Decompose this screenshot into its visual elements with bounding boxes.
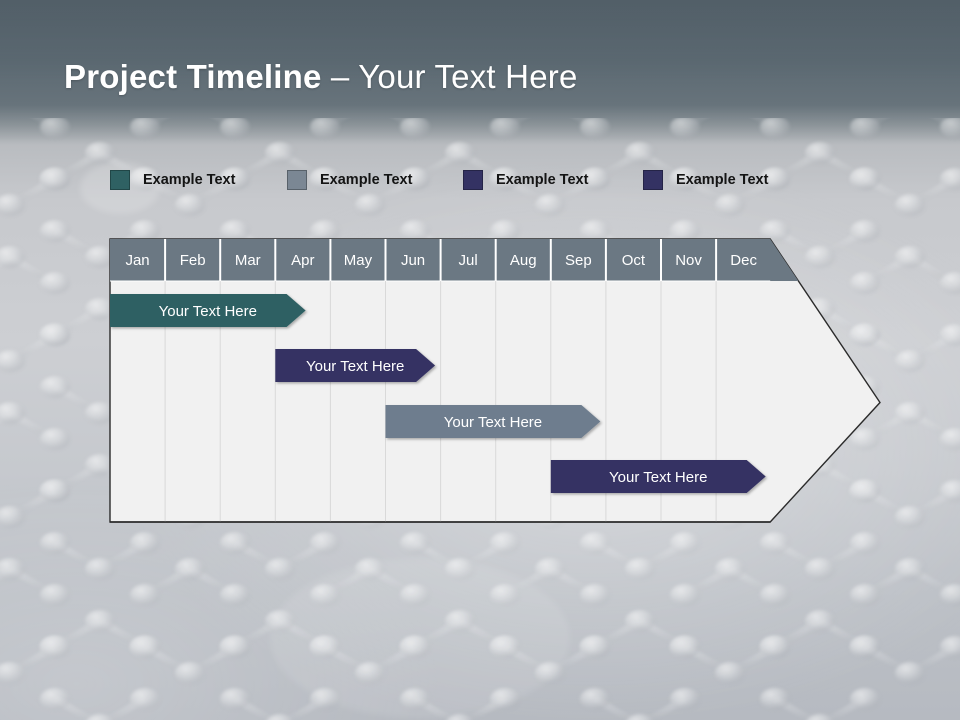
task-bar-label-4: Your Text Here [609, 469, 707, 486]
legend: Example Text Example Text Example Text E… [110, 170, 910, 194]
month-header-jul: Jul [459, 252, 478, 269]
legend-label-3: Example Text [496, 172, 589, 188]
legend-item-3[interactable]: Example Text [463, 170, 588, 190]
month-header-apr: Apr [291, 252, 314, 269]
page-title: Project Timeline – Your Text Here [64, 58, 578, 96]
month-header-jun: Jun [401, 252, 425, 269]
month-header-mar: Mar [235, 252, 261, 269]
chart-month-header: Jan Feb Mar Apr May Jun Jul Aug Sep Oct Nov Dec [110, 239, 799, 282]
legend-swatch-icon-4 [643, 170, 663, 190]
legend-swatch-icon-2 [287, 170, 307, 190]
legend-swatch-icon-3 [463, 170, 483, 190]
legend-label-4: Example Text [676, 172, 769, 188]
task-bar-3[interactable]: Your Text Here [385, 405, 601, 438]
month-header-aug: Aug [510, 252, 537, 269]
month-header-nov: Nov [675, 252, 702, 269]
month-header-oct: Oct [622, 252, 646, 269]
month-header-dec: Dec [730, 252, 757, 269]
month-header-feb: Feb [180, 252, 206, 269]
legend-label-1: Example Text [143, 172, 236, 188]
month-header-jan: Jan [125, 252, 149, 269]
legend-item-4[interactable]: Example Text [643, 170, 768, 190]
page-title-rest: – Your Text Here [321, 58, 578, 95]
task-bar-label-2: Your Text Here [306, 358, 404, 375]
timeline-chart-svg: Jan Feb Mar Apr May Jun Jul Aug Sep Oct Nov Dec You… [109, 238, 881, 523]
legend-swatch-icon-1 [110, 170, 130, 190]
task-bar-label-1: Your Text Here [159, 303, 257, 320]
legend-item-2[interactable]: Example Text [287, 170, 412, 190]
legend-item-1[interactable]: Example Text [110, 170, 235, 190]
page-title-bold: Project Timeline [64, 58, 322, 95]
legend-label-2: Example Text [320, 172, 413, 188]
month-header-may: May [344, 252, 373, 269]
task-bar-1[interactable]: Your Text Here [110, 294, 306, 327]
task-bar-2[interactable]: Your Text Here [275, 349, 436, 382]
month-header-sep: Sep [565, 252, 592, 269]
timeline-chart: Jan Feb Mar Apr May Jun Jul Aug Sep Oct Nov Dec You… [109, 238, 881, 524]
task-bar-label-3: Your Text Here [444, 414, 542, 431]
task-bar-4[interactable]: Your Text Here [550, 460, 766, 493]
